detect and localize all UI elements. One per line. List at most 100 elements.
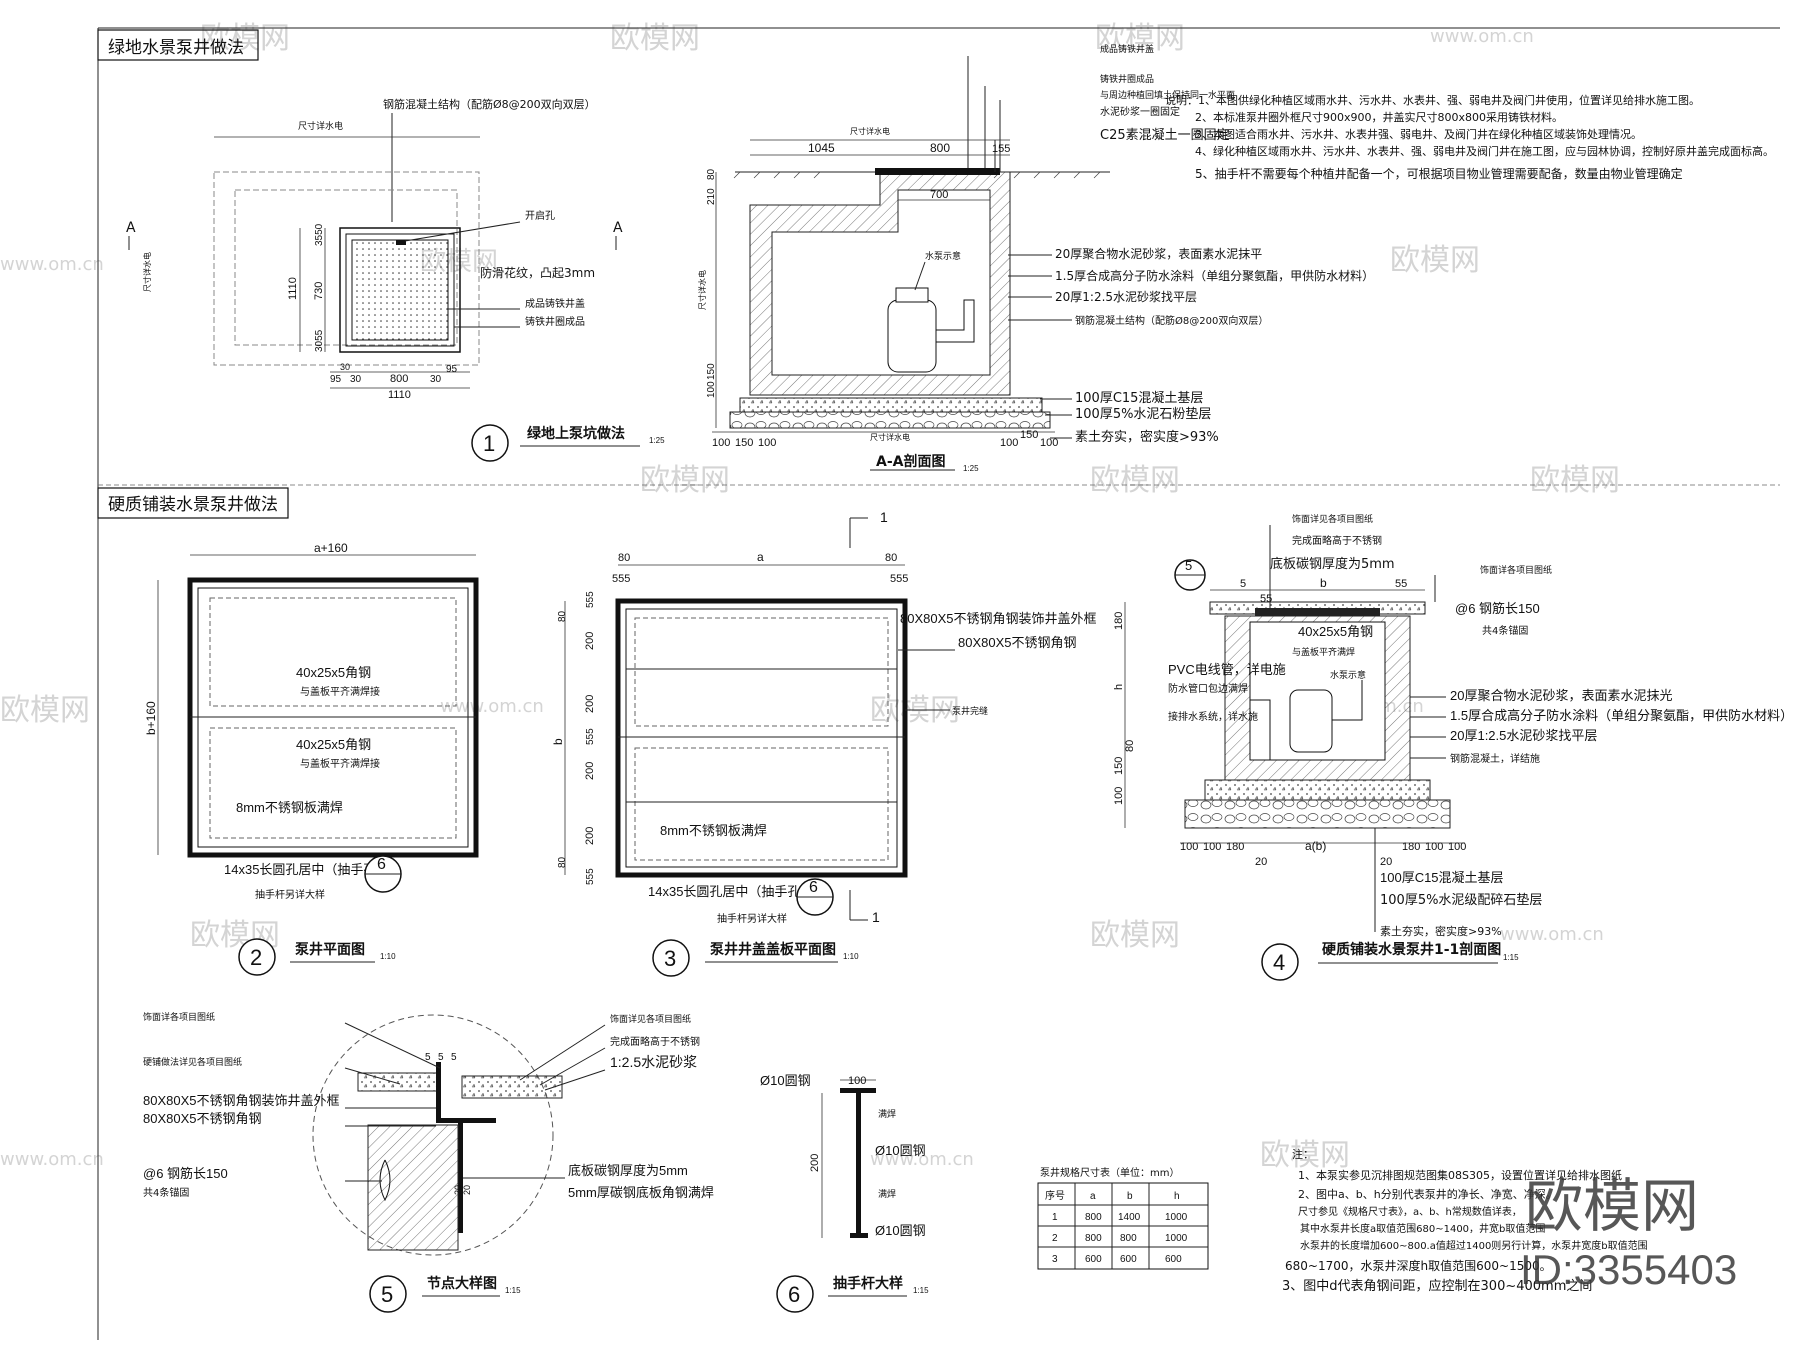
detail-2-plan: a+160 b+160 40x25x5角钢 与盖板平齐满焊接 40x25x5角钢… xyxy=(144,541,479,976)
d4-top-label: 共4条锚固 xyxy=(1482,624,1528,637)
watermark-url: www.om.cn xyxy=(440,696,544,717)
section-title-box-bottom xyxy=(97,487,289,519)
d4-bdim: 180 xyxy=(1402,841,1420,853)
aa-layer: 20厚1:2.5水泥砂浆找平层 xyxy=(1055,289,1197,304)
d5-label-left: 硬铺做法详见各项目图纸 xyxy=(143,1056,242,1068)
table-caption: 泵井规格尺寸表（单位：mm） xyxy=(1040,1166,1179,1179)
aa-vdim: 100 xyxy=(706,381,717,398)
d2-label: 40x25x5角钢 xyxy=(296,737,371,752)
d5-num-circle xyxy=(369,1275,407,1313)
d4-base-c15 xyxy=(1204,779,1431,801)
d4-top-label: 底板碳钢厚度为5mm xyxy=(1270,556,1395,572)
watermark-url: www.om.cn xyxy=(870,1149,974,1170)
aa-top-label: 与周边种植回填土保持同一水平面 xyxy=(1100,89,1235,101)
d5-label-left: 80X80X5不锈钢角钢装饰井盖外框 xyxy=(143,1093,340,1108)
table-cell: 1 xyxy=(1052,1212,1058,1223)
d5-label-left: 共4条锚固 xyxy=(143,1186,189,1199)
watermark-brand: 欧模网 xyxy=(1090,463,1180,498)
aa-dim: 155 xyxy=(992,143,1010,155)
d2-title: 泵井平面图 xyxy=(295,941,365,958)
aa-vdim: 尺寸详水电 xyxy=(697,270,707,310)
note-line: 2、本标准泵井圈外框尺寸900x900，井盖实尺寸800x800采用铸铁材料。 xyxy=(1195,110,1563,124)
d3-label: 泵井完缝 xyxy=(952,705,988,717)
watermark-brand: 欧模网 xyxy=(610,21,700,56)
d6-label: 100 xyxy=(848,1075,866,1087)
aa-dim: 800 xyxy=(930,141,950,155)
d3-num-circle xyxy=(652,939,690,977)
aa-bdim: 150 xyxy=(735,437,753,449)
d6-title: 抽手杆大样 xyxy=(833,1275,903,1292)
d3-top-dim: 555 xyxy=(890,573,908,585)
d1-hdim: 800 xyxy=(390,373,408,385)
detail-3-cover: 1 1 80 a 80 555 555 555 80 200 200 555 2… xyxy=(551,509,1097,977)
d1-cover-frame xyxy=(339,227,461,353)
d3-title: 泵井井盖盖板平面图 xyxy=(710,941,836,958)
watermark-brand: 欧模网 xyxy=(1090,918,1180,953)
d4-top-label: 完成面略高于不锈钢 xyxy=(1292,534,1382,547)
d4-bdim: 20 xyxy=(1380,856,1392,868)
d6-label: 满焊 xyxy=(878,1188,896,1200)
d4-bdim: 100 xyxy=(1448,841,1466,853)
d4-base: 素土夯实，密实度>93% xyxy=(1380,924,1502,938)
detail-aa-section: 水泵示意 成品铸铁井盖 铸铁井圈成品 与周边种植回填土保持同一水平面 水泥砂浆一… xyxy=(697,43,1374,473)
aa-cover xyxy=(875,168,1000,175)
aa-base-gravel xyxy=(729,411,1051,429)
table-cell: 600 xyxy=(1165,1254,1182,1265)
aa-vdim: 210 xyxy=(706,188,717,205)
table-header: a xyxy=(1090,1191,1096,1202)
d1-dim-label: 尺寸详水电 xyxy=(142,252,152,292)
d3-top-dim: 80 xyxy=(618,552,630,564)
d3-label: 14x35长圆孔居中（抽手孔） xyxy=(648,884,813,899)
note2-line: 1、本泵实参见沉排图规范图集08S305，设置位置详见给排水图纸 xyxy=(1298,1168,1622,1182)
d5-label-right: 完成面略高于不锈钢 xyxy=(610,1035,700,1048)
d6-label: Ø10圆钢 xyxy=(760,1073,811,1088)
note-line: 3、本图适合雨水井、污水井、水表井强、弱电井、及阀门井在绿化种植区域装饰处理情况… xyxy=(1195,127,1642,141)
aa-base: 100厚C15混凝土基层 xyxy=(1075,390,1203,406)
d6-label: Ø10圆钢 xyxy=(875,1143,926,1158)
table-cell: 1000 xyxy=(1165,1233,1188,1244)
d4-pump xyxy=(1289,689,1333,753)
d3-label: 80X80X5不锈钢角钢 xyxy=(958,635,1077,650)
d2-num: 2 xyxy=(250,945,262,970)
d4-vdim: 150 xyxy=(1113,757,1125,775)
d3-vdim: 200 xyxy=(584,632,596,650)
section-title-top: 绿地水景泵井做法 xyxy=(108,38,244,58)
aa-layer: 钢筋混凝土结构（配筋Ø8@200双向双层） xyxy=(1075,314,1268,327)
aa-bdim: 100 xyxy=(1000,437,1018,449)
aa-vdim: 80 xyxy=(706,168,717,180)
watermark-logo: 欧模网 xyxy=(1525,1172,1699,1240)
d4-top-dim: 5 xyxy=(1240,578,1246,590)
d3-vdim: 80 xyxy=(557,856,568,868)
d3-label: 80X80X5不锈钢角钢装饰井盖外框 xyxy=(900,611,1097,626)
d2-label: 40x25x5角钢 xyxy=(296,665,371,680)
d6-label: Ø10圆钢 xyxy=(875,1223,926,1238)
d4-vdim: h xyxy=(1113,684,1125,690)
d1-vdim: 1110 xyxy=(287,277,299,300)
table-cell: 800 xyxy=(1085,1233,1102,1244)
d2-label: 抽手杆另详大样 xyxy=(255,888,325,901)
d3-scale: 1:10 xyxy=(843,952,859,961)
aa-top-label: 成品铸铁井盖 xyxy=(1100,43,1154,55)
d4-title: 硬质铺装水景泵井1-1剖面图 xyxy=(1322,941,1501,958)
d3-num: 3 xyxy=(664,946,676,971)
d1-top-note: 钢筋混凝土结构（配筋Ø8@200双向双层） xyxy=(383,97,596,111)
aa-concrete-wall xyxy=(749,171,1011,396)
d2-top-dim: a+160 xyxy=(314,541,348,555)
table-cell: 600 xyxy=(1120,1254,1137,1265)
d4-label: 1.5厚合成高分子防水涂料（单组分聚氨酯，甲供防水材料） xyxy=(1450,708,1793,723)
table-cell: 1000 xyxy=(1165,1212,1188,1223)
d1-hdim: 30 xyxy=(430,374,442,385)
d4-ref: 5 xyxy=(1185,558,1192,573)
d2-num-circle xyxy=(238,938,276,976)
note-line: 4、绿化种植区域雨水井、污水井、水表井、强、弱电井及阀门井在施工图，应与园林协调… xyxy=(1195,144,1774,158)
d5-num: 5 xyxy=(381,1282,393,1307)
watermark-url: www.om.cn xyxy=(0,254,104,275)
aa-top-label: C25素混凝土一圈固定 xyxy=(1100,127,1230,143)
d1-hdim: 95 xyxy=(330,374,342,385)
d1-outer-dashed xyxy=(213,171,480,366)
aa-base-c15 xyxy=(739,397,1043,413)
d6-top-bar xyxy=(840,1088,876,1093)
d3-top-dim: 555 xyxy=(612,573,630,585)
d1-label: 防滑花纹，凸起3mm xyxy=(480,265,595,280)
